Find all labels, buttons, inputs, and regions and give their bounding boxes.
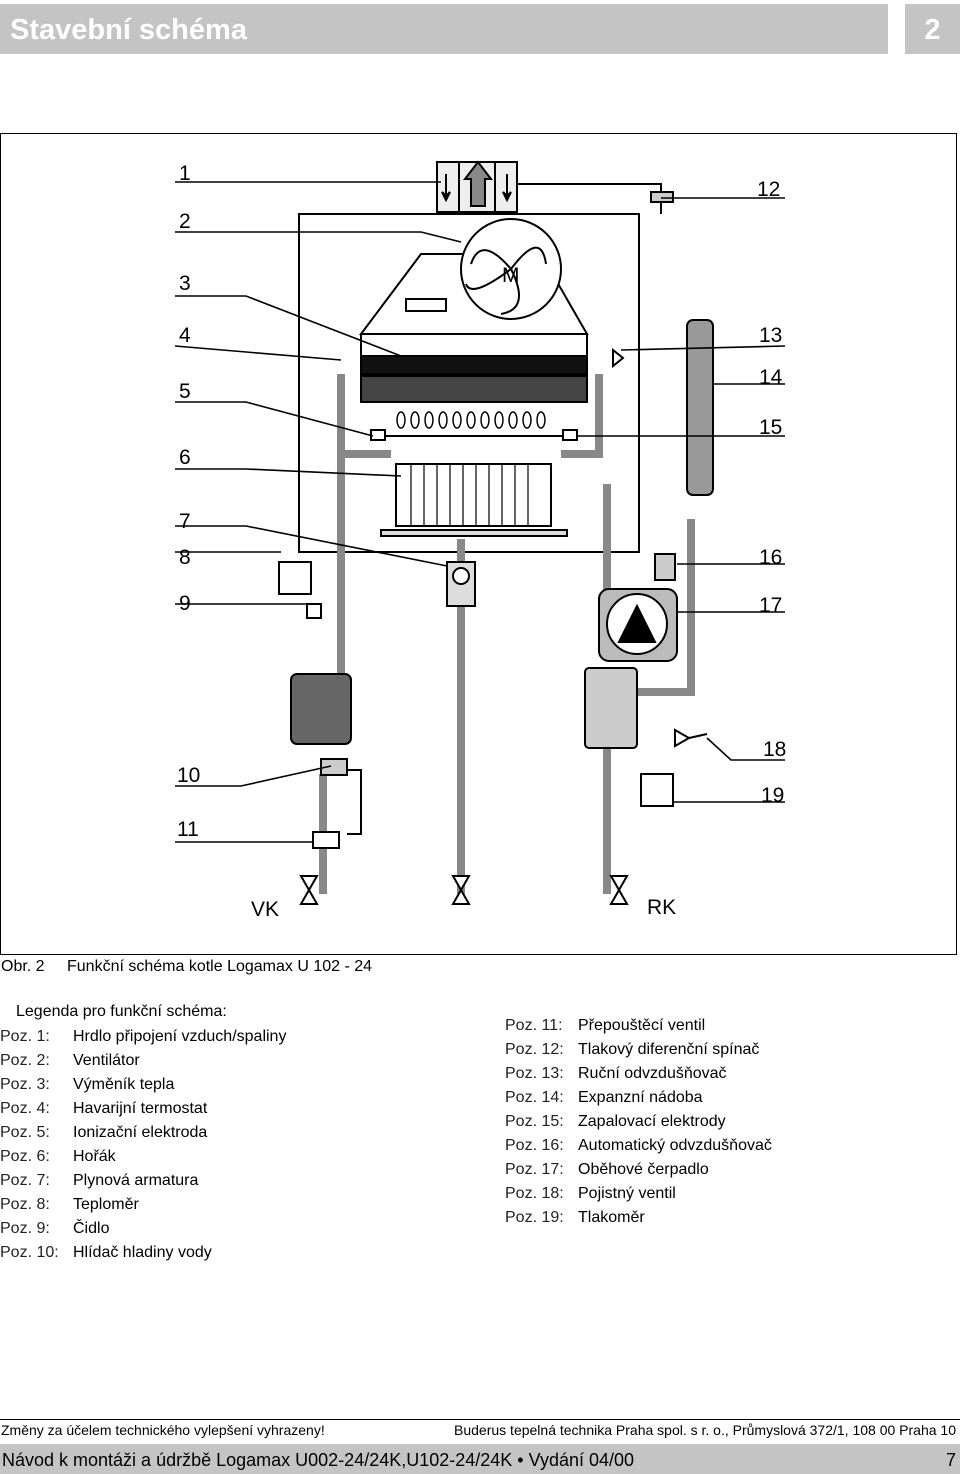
legend-item: Poz. 17:Oběhové čerpadlo xyxy=(505,1161,709,1178)
pos-18: 18 xyxy=(763,738,786,761)
vk-label: VK xyxy=(251,898,279,921)
pressure-switch xyxy=(650,191,674,203)
rk-label: RK xyxy=(647,896,676,919)
flue-arrow-up xyxy=(462,160,494,207)
pos-4: 4 xyxy=(179,324,191,347)
thermometer xyxy=(278,561,312,595)
legend-item: Poz. 5:Ionizační elektroda xyxy=(0,1124,208,1141)
pos-6: 6 xyxy=(179,446,191,469)
pressure-gauge xyxy=(640,773,674,807)
safety-valve xyxy=(674,728,692,748)
legend-item: Poz. 13:Ruční odvzdušňovač xyxy=(505,1065,727,1082)
page-number: 7 xyxy=(945,1450,956,1470)
legend-item: Poz. 12:Tlakový diferenční spínač xyxy=(505,1041,760,1058)
caption-text: Funkční schéma kotle Logamax U 102 - 24 xyxy=(67,958,373,975)
expansion-vessel xyxy=(686,319,714,496)
legend-item: Poz. 7:Plynová armatura xyxy=(0,1172,199,1189)
legend-item: Poz. 3:Výměník tepla xyxy=(0,1076,175,1093)
pos-8: 8 xyxy=(179,546,191,569)
legend-item: Poz. 16:Automatický odvzdušňovač xyxy=(505,1137,772,1154)
caption-label: Obr. 2 xyxy=(1,958,45,975)
manual-title: Návod k montáži a údržbě Logamax U002-24… xyxy=(2,1450,635,1470)
manual-air-vent xyxy=(612,347,625,369)
footer-divider xyxy=(0,1419,960,1420)
burner-nozzles xyxy=(396,411,546,429)
bypass-valve xyxy=(312,831,340,849)
pos-12: 12 xyxy=(757,178,780,201)
pos-16: 16 xyxy=(759,546,782,569)
fan-motor-label: M xyxy=(502,264,520,287)
boiler-schematic-diagram: 1 2 3 4 5 6 7 8 9 10 11 12 13 14 15 16 1… xyxy=(174,160,786,921)
legend-item: Poz. 2:Ventilátor xyxy=(0,1052,140,1069)
pos-9: 9 xyxy=(179,592,191,615)
pos-5: 5 xyxy=(179,380,191,403)
ionization-electrode xyxy=(370,429,386,441)
legend-item: Poz. 18:Pojistný ventil xyxy=(505,1185,676,1202)
page-title: Stavební schéma xyxy=(10,14,247,46)
section-number-box: 2 xyxy=(905,4,960,54)
legend-item: Poz. 19:Tlakoměr xyxy=(505,1209,645,1226)
burner xyxy=(395,463,552,527)
water-level-monitor xyxy=(290,673,352,745)
pos-7: 7 xyxy=(179,510,191,533)
legend-item: Poz. 9:Čidlo xyxy=(0,1220,110,1237)
footer-disclaimer: Změny za účelem technického vylepšení vy… xyxy=(1,1422,325,1438)
legend-title: Legenda pro funkční schéma: xyxy=(16,1003,227,1020)
header-bar: Stavební schéma xyxy=(0,4,888,54)
legend-item: Poz. 14:Expanzní nádoba xyxy=(505,1089,703,1106)
sensor xyxy=(306,603,322,619)
legend-item: Poz. 4:Havarijní termostat xyxy=(0,1100,208,1117)
position-numbers: 1 2 3 4 5 6 7 8 9 10 11 12 13 14 15 16 1… xyxy=(177,162,786,921)
hydraulic-block xyxy=(584,667,638,749)
legend-item: Poz. 10:Hlídač hladiny vody xyxy=(0,1244,212,1261)
isolation-valves xyxy=(299,875,629,905)
pos-3: 3 xyxy=(179,272,191,295)
legend-item: Poz. 15:Zapalovací elektrody xyxy=(505,1113,726,1130)
pos-15: 15 xyxy=(759,416,782,439)
legend-item: Poz. 11:Přepouštěcí ventil xyxy=(505,1017,706,1034)
pos-1: 1 xyxy=(179,162,191,185)
pos-14: 14 xyxy=(759,366,783,389)
boiler-schematic-figure: 1 2 3 4 5 6 7 8 9 10 11 12 13 14 15 16 1… xyxy=(0,133,957,955)
legend-right-list: Poz. 11:Přepouštěcí ventil Poz. 12:Tlako… xyxy=(505,1014,772,1230)
footer-company: Buderus tepelná technika Praha spol. s r… xyxy=(454,1422,956,1438)
pos-13: 13 xyxy=(759,324,782,347)
heat-exchanger xyxy=(360,355,588,375)
legend-item: Poz. 6:Hořák xyxy=(0,1148,116,1165)
auto-air-vent xyxy=(654,553,676,581)
pos-17: 17 xyxy=(759,594,782,617)
pos-11: 11 xyxy=(177,818,199,841)
figure-caption: Obr. 2 Funkční schéma kotle Logamax U 102… xyxy=(1,958,372,976)
legend-item: Poz. 8:Teploměr xyxy=(0,1196,139,1213)
pos-19: 19 xyxy=(761,784,784,807)
pos-10: 10 xyxy=(177,764,200,787)
bottom-bar xyxy=(0,1444,960,1474)
section-number: 2 xyxy=(924,14,941,46)
legend-item: Poz. 1:Hrdlo připojení vzduch/spaliny xyxy=(0,1028,287,1045)
boiler-casing xyxy=(298,213,640,553)
ignition-electrode xyxy=(562,429,578,441)
leader-lines xyxy=(174,181,786,843)
pos-2: 2 xyxy=(179,210,191,233)
legend-left-list: Poz. 1:Hrdlo připojení vzduch/spaliny Po… xyxy=(0,1025,286,1265)
